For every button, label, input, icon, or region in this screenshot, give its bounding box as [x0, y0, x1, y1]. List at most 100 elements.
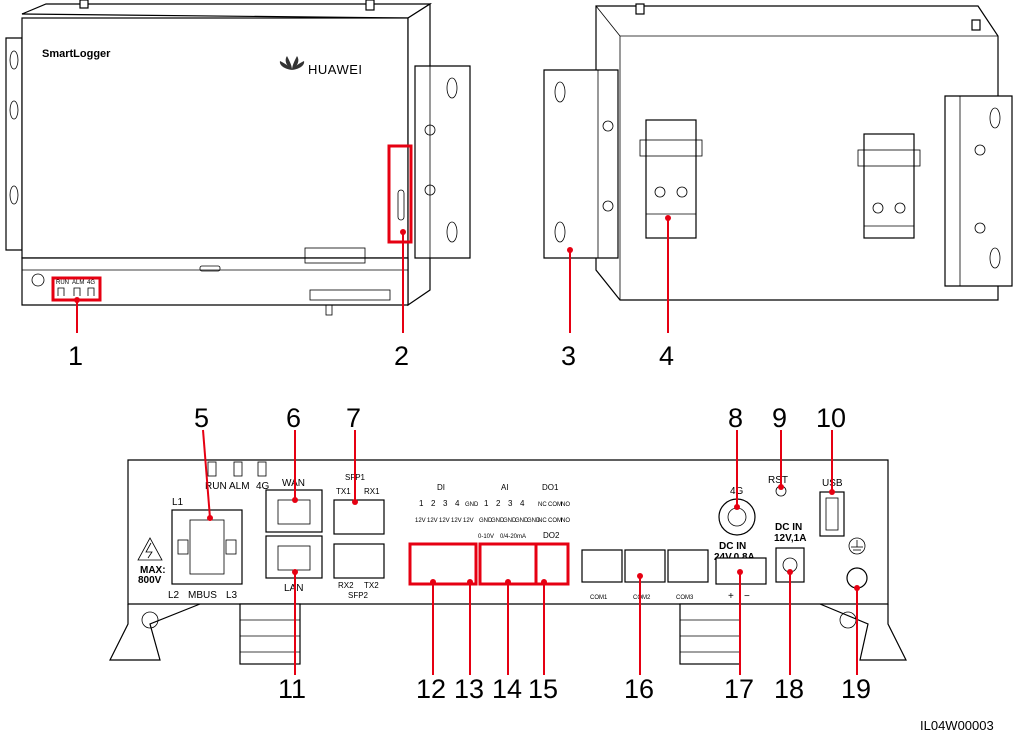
di-volt: 12V: [415, 518, 426, 524]
ai-terminal-block[interactable]: [479, 543, 537, 585]
power-plus: +: [728, 591, 734, 602]
di-num: 3: [443, 499, 448, 508]
product-name: SmartLogger: [42, 48, 111, 60]
sfp1-rx: RX1: [364, 487, 380, 496]
di-num: 2: [431, 499, 436, 508]
din-rail-clip-left: [639, 119, 703, 239]
di-volt: 12V: [427, 518, 438, 524]
com2-port[interactable]: [624, 549, 666, 583]
brand-name: HUAWEI: [308, 62, 363, 77]
callout-11: 11: [278, 674, 306, 704]
ai-numbers: 1 2 3 4 GND GND GND GND GND: [479, 499, 541, 524]
callout-16: 16: [624, 674, 654, 704]
dcin1-line1: DC IN: [719, 541, 746, 552]
ai-title: AI: [501, 483, 509, 492]
callout-19: 19: [841, 674, 871, 704]
rst-label: RST: [768, 475, 788, 486]
usb-port[interactable]: [819, 491, 845, 537]
do2-term: NO: [561, 518, 570, 524]
callout-14: 14: [492, 674, 522, 704]
callout-2-highlight: [387, 144, 413, 244]
ai-num: 1: [484, 499, 489, 508]
lan-port[interactable]: [265, 535, 323, 579]
ai-num: 4: [520, 499, 525, 508]
front-indicators: RUN ALM 4G: [56, 280, 95, 296]
di-volt: 12V: [451, 518, 462, 524]
com3-port[interactable]: [667, 549, 709, 583]
callout-12: 12: [416, 674, 446, 704]
di-num: 1: [419, 499, 424, 508]
ground-icon: [848, 537, 866, 555]
ai-gnd: GND: [503, 518, 517, 524]
wan-label: WAN: [282, 478, 305, 489]
callout-9: 9: [772, 403, 787, 433]
ai-num: 2: [496, 499, 501, 508]
panel-indicator-4g: 4G: [256, 481, 270, 492]
dcin2-line2: 12V,1A: [774, 533, 806, 544]
callout-1: 1: [68, 341, 83, 371]
di-volt: 12V: [463, 518, 474, 524]
com3-label: COM3: [676, 595, 694, 601]
callout-8: 8: [728, 403, 743, 433]
callout-4: 4: [659, 341, 674, 371]
rear-view: [543, 3, 1013, 301]
di-title: DI: [437, 483, 445, 492]
ai-range-2: 0/4-20mA: [500, 534, 526, 540]
ai-num: 3: [508, 499, 513, 508]
high-voltage-warning-icon: [137, 537, 163, 561]
dcin2-line1: DC IN: [775, 522, 802, 533]
callout-17: 17: [724, 674, 754, 704]
ai-range-1: 0-10V: [478, 534, 494, 540]
front-indicator-alm: ALM: [72, 280, 84, 286]
huawei-logo-icon: [279, 56, 305, 70]
mbus-port[interactable]: [171, 509, 243, 585]
sfp2-port[interactable]: [333, 543, 385, 579]
sfp2-rx: RX2: [338, 581, 354, 590]
warning-line1: MAX:: [140, 565, 166, 576]
callout-13: 13: [454, 674, 484, 704]
front-indicator-4g: 4G: [87, 280, 95, 286]
callout-18: 18: [774, 674, 804, 704]
do1-term: NO: [561, 502, 570, 508]
com1-label: COM1: [590, 595, 608, 601]
di-volt: 12V: [439, 518, 450, 524]
do-terminal-block[interactable]: [535, 543, 569, 585]
com1-port[interactable]: [581, 549, 623, 583]
di-terminal-block[interactable]: [409, 543, 477, 585]
do2-term: COM: [548, 518, 562, 524]
sfp1-tx: TX1: [336, 487, 351, 496]
sfp2-title: SFP2: [348, 591, 369, 600]
callout-10: 10: [816, 403, 846, 433]
mbus-l2: L2: [168, 590, 180, 601]
figure-id: IL04W00003: [920, 718, 994, 733]
ai-gnd: GND: [491, 518, 505, 524]
panel-indicator-run: RUN: [205, 481, 227, 492]
warning-line2: 800V: [138, 575, 162, 586]
mbus-l1: L1: [172, 497, 184, 508]
di-num: 4: [455, 499, 460, 508]
mbus-label: MBUS: [188, 590, 217, 601]
callout-6: 6: [286, 403, 301, 433]
ai-gnd: GND: [527, 518, 541, 524]
do1-term: NC: [538, 502, 547, 508]
lan-label: LAN: [284, 583, 303, 594]
callout-5: 5: [194, 403, 209, 433]
front-view: SmartLogger HUAWEI RUN ALM 4G: [5, 0, 471, 316]
din-rail-clip-right: [857, 133, 921, 239]
sfp2-tx: TX2: [364, 581, 379, 590]
panel-indicator-alm: ALM: [229, 481, 250, 492]
com2-label: COM2: [633, 595, 651, 601]
mbus-l3: L3: [226, 590, 238, 601]
callout-leaders: [74, 215, 860, 675]
di-numbers: 1 2 3 4 GND 12V 12V 12V 12V 12V: [415, 499, 479, 524]
sfp1-port[interactable]: [333, 499, 385, 535]
do1-title: DO1: [542, 483, 559, 492]
front-indicator-run: RUN: [56, 280, 69, 286]
front-panel: [21, 17, 409, 259]
callout-2: 2: [394, 341, 409, 371]
callout-numbers: 1 2 3 4 5 6 7 8 9 10 11 12 13 14 15 16 1…: [68, 341, 871, 704]
do2-title: DO2: [543, 531, 560, 540]
callout-3: 3: [561, 341, 576, 371]
